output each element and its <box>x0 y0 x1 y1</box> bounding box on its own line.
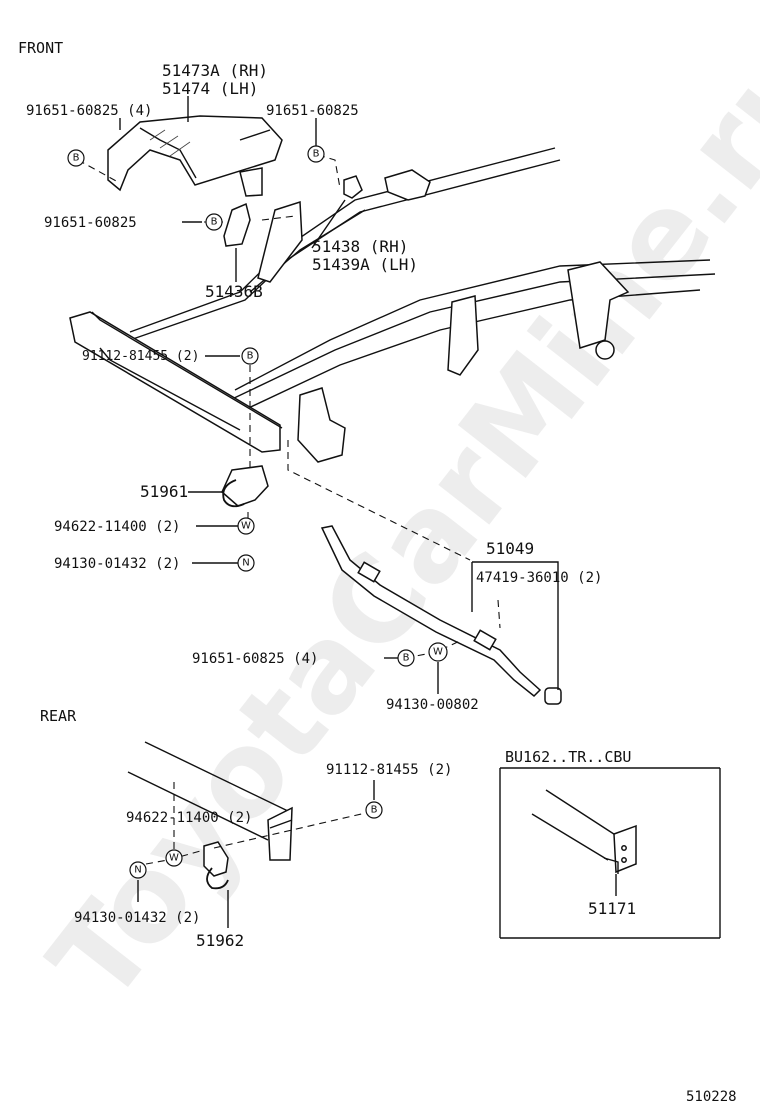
figure-code: 510228 <box>686 1089 737 1105</box>
washer-symbol-front: W <box>237 517 255 535</box>
label-94130-00802: 94130-00802 <box>386 697 479 713</box>
labels: FRONT REAR BU162..TR..CBU 51473A (RH) 51… <box>18 39 737 1105</box>
front-frame <box>69 147 716 463</box>
nut-symbol-rear: N <box>129 861 147 879</box>
svg-text:B: B <box>403 653 410 664</box>
label-51171: 51171 <box>588 899 636 918</box>
label-51962: 51962 <box>196 931 244 950</box>
label-94130-front: 94130-01432 (2) <box>54 556 180 572</box>
svg-text:B: B <box>313 149 320 160</box>
inset-title: BU162..TR..CBU <box>505 748 631 766</box>
label-51474: 51474 (LH) <box>162 79 258 98</box>
front-brackets <box>223 175 363 247</box>
label-51439A: 51439A (LH) <box>312 255 418 274</box>
section-rear: REAR <box>40 707 77 725</box>
label-91651-mid: 91651-60825 <box>44 215 137 231</box>
svg-text:W: W <box>433 647 443 658</box>
label-51438: 51438 (RH) <box>312 237 408 256</box>
label-91651-4: 91651-60825 (4) <box>192 651 318 667</box>
front-fender-liner <box>107 115 283 197</box>
washer-symbol-rear: W <box>165 849 183 867</box>
stabilizer-bar <box>320 525 562 705</box>
svg-text:B: B <box>73 153 80 164</box>
label-51049: 51049 <box>486 539 534 558</box>
bolt-symbol-91112-rear: B <box>365 801 383 819</box>
inset-box <box>499 767 721 939</box>
label-91651-tl: 91651-60825 (4) <box>26 103 152 119</box>
label-94622-front: 94622-11400 (2) <box>54 519 180 535</box>
label-51961: 51961 <box>140 482 188 501</box>
nut-symbol-front: N <box>237 554 255 572</box>
svg-text:B: B <box>211 217 218 228</box>
label-51436B: 51436B <box>205 282 263 301</box>
bolt-symbol-91651-4: B <box>397 649 415 667</box>
svg-text:W: W <box>169 853 179 864</box>
label-91112-front: 91112-81455 (2) <box>82 349 199 364</box>
label-51473A: 51473A (RH) <box>162 61 268 80</box>
label-94622-rear: 94622-11400 (2) <box>126 810 252 826</box>
rear-frame <box>127 741 375 928</box>
label-91112-rear: 91112-81455 (2) <box>326 762 452 778</box>
svg-text:B: B <box>371 805 378 816</box>
front-tow-hook <box>221 465 269 508</box>
fastener-symbols: B B B B W N B W B W N <box>67 145 448 879</box>
bolt-symbol-mid: B <box>205 213 223 231</box>
section-front: FRONT <box>18 39 63 57</box>
svg-text:W: W <box>241 521 251 532</box>
svg-text:B: B <box>247 351 254 362</box>
label-94130-rear: 94130-01432 (2) <box>74 910 200 926</box>
front-leaders <box>77 96 559 694</box>
svg-text:N: N <box>134 865 141 876</box>
label-47419: 47419-36010 (2) <box>476 570 602 586</box>
bolt-symbol-top-left: B <box>67 149 85 167</box>
label-91651-tr: 91651-60825 <box>266 103 359 119</box>
bolt-symbol-top-right: B <box>307 145 325 163</box>
bolt-symbol-91112-front: B <box>241 347 259 365</box>
svg-text:N: N <box>242 558 249 569</box>
washer-symbol-00802: W <box>428 642 448 662</box>
